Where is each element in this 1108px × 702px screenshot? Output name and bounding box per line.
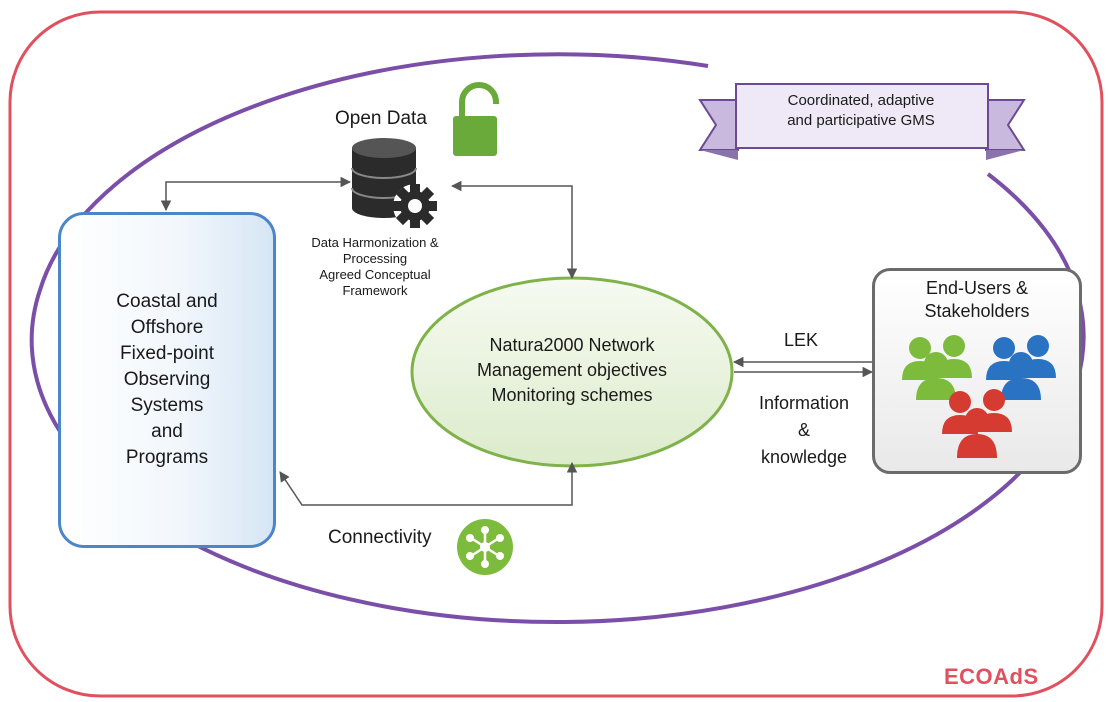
lock-icon [453, 82, 499, 156]
banner-label: Coordinated, adaptive and participative … [787, 92, 935, 129]
arrow-connectivity-loop [279, 461, 578, 506]
blue-people-icon [986, 335, 1056, 400]
arrow-data-to-natura [450, 180, 578, 280]
information-label: Information & knowledge [758, 393, 850, 467]
connectivity-label: Connectivity [328, 527, 432, 548]
red-people-icon [942, 389, 1012, 458]
banner-ribbon [698, 83, 1026, 160]
natura-label: Natura2000 Network Management objectives… [476, 335, 668, 405]
framework-label: ECOAdS [944, 664, 1039, 689]
arrow-observing-to-data [160, 176, 352, 212]
observing-systems-node: Coastal and Offshore Fixed-point Observi… [58, 212, 276, 548]
open-data-label: Open Data [335, 108, 427, 129]
observing-systems-label: Coastal and Offshore Fixed-point Observi… [116, 291, 218, 468]
ecoads-frame [8, 10, 1104, 698]
people-group-icon [902, 335, 1056, 458]
data-processing-label: Data Harmonization & Processing Agreed C… [311, 235, 439, 298]
end-users-label: End-Users & Stakeholders [924, 278, 1030, 321]
connectivity-icon [457, 519, 513, 575]
lek-label: LEK [784, 330, 819, 350]
green-people-icon [902, 335, 972, 400]
gear-icon [393, 184, 437, 228]
